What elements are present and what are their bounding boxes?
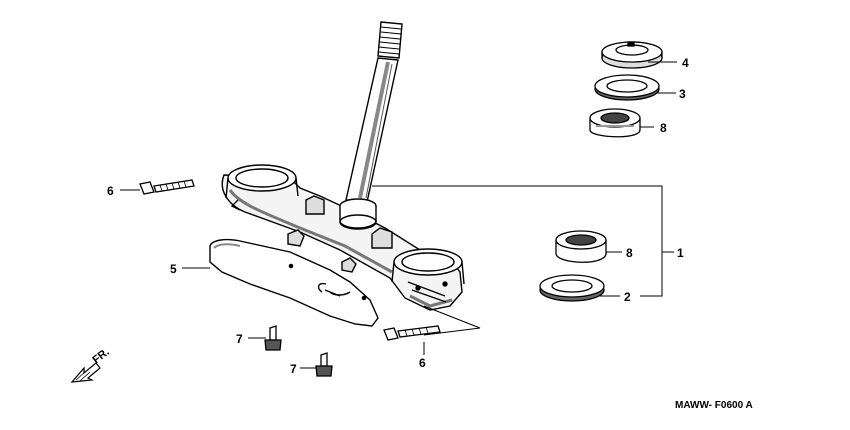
callout-8-right: 8: [626, 246, 633, 260]
dust-seal-lower: [539, 274, 605, 302]
bolt-small-upper: [264, 325, 282, 351]
callout-6-bottom: 6: [419, 356, 426, 370]
callout-6-left: 6: [107, 184, 114, 198]
callout-labels: 4 3 8 1 8 2 5 6 6 7 7: [107, 56, 689, 376]
dust-seal-upper: [594, 74, 660, 101]
callout-8-upper: 8: [660, 121, 667, 135]
front-arrow-icon: [70, 362, 101, 383]
bolt-small-lower: [315, 352, 333, 377]
callout-5: 5: [170, 262, 177, 276]
leader-lines: [120, 61, 677, 369]
callout-7-upper: 7: [236, 332, 243, 346]
guard-plate: [209, 238, 379, 327]
bolt-bottom: [383, 325, 441, 341]
callout-3: 3: [679, 87, 686, 101]
triple-clamp: [221, 164, 465, 311]
bolt-left: [139, 179, 195, 195]
drawing-code: MAWW- F0600 A: [675, 400, 753, 411]
front-label: FR.: [90, 346, 111, 366]
callout-7-lower: 7: [290, 362, 297, 376]
front-direction-indicator: FR.: [70, 346, 112, 383]
steering-stem: [345, 21, 403, 203]
callout-4: 4: [682, 56, 689, 70]
bearing-upper: [589, 108, 641, 138]
callout-1: 1: [677, 246, 684, 260]
steering-nut: [601, 41, 663, 69]
bearing-lower: [555, 230, 607, 263]
callout-2: 2: [624, 290, 631, 304]
